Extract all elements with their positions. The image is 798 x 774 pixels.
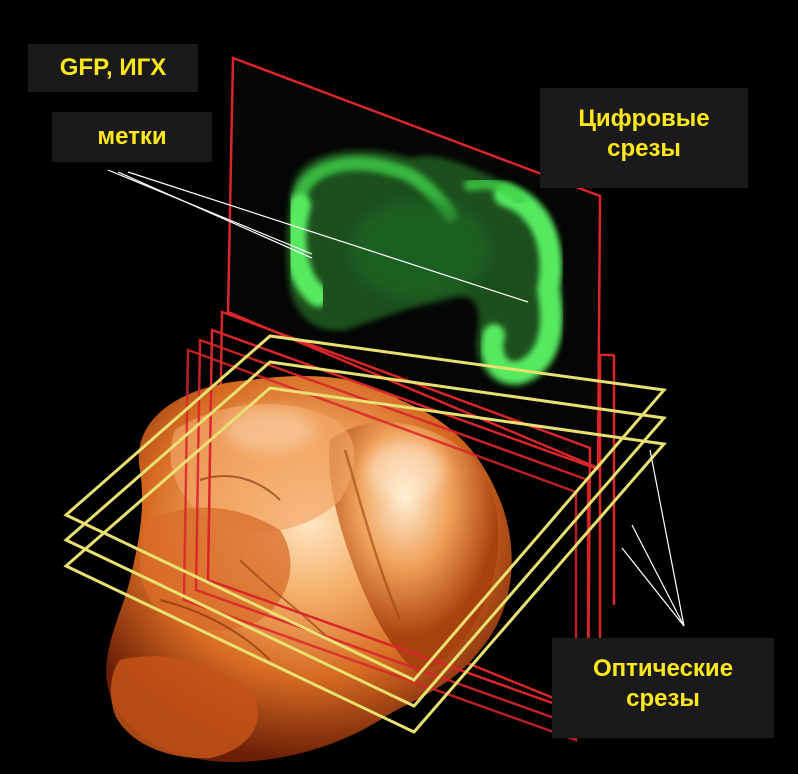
pointer-lines-optical bbox=[622, 450, 684, 626]
label-optical-line2: срезы bbox=[552, 684, 774, 714]
label-marks-text: метки bbox=[52, 122, 212, 152]
label-gfp-text: GFP, ИГХ bbox=[28, 53, 198, 83]
label-gfp-igx: GFP, ИГХ bbox=[28, 44, 198, 92]
label-marks: метки bbox=[52, 112, 212, 162]
label-digital-line2: срезы bbox=[540, 134, 748, 164]
label-optical-line1: Оптические bbox=[552, 654, 774, 684]
brain-3d-render bbox=[106, 376, 511, 762]
label-optical-slices: Оптические срезы bbox=[552, 638, 774, 738]
label-digital-line1: Цифровые bbox=[540, 104, 748, 134]
label-digital-slices: Цифровые срезы bbox=[540, 88, 748, 188]
